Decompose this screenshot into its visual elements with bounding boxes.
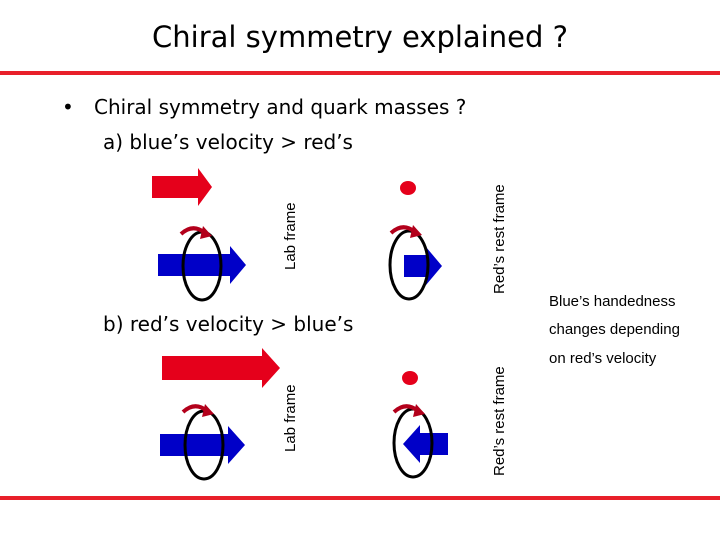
spin-curl-arrow: [181, 404, 214, 417]
spin-curl-arrow: [392, 404, 425, 417]
bullet-dot: •: [62, 95, 74, 119]
spin-curl-arrow: [179, 226, 212, 239]
case-b-lab-frame: [160, 348, 280, 481]
blue-spin-loop: [388, 229, 430, 301]
note-line-1: Blue’s handedness: [549, 293, 676, 310]
red-particle-dot: [400, 181, 416, 195]
note-line-2: changes depending: [549, 321, 680, 338]
blue-velocity-arrow-reversed: [403, 425, 448, 463]
red-particle-dot: [402, 371, 418, 385]
lab-frame-label-b: Lab frame: [282, 384, 299, 452]
note-line-3: on red’s velocity: [549, 350, 657, 367]
slide-title: Chiral symmetry explained ?: [152, 20, 568, 54]
bullet-item: • Chiral symmetry and quark masses ?: [62, 95, 466, 119]
footer-divider: [0, 496, 720, 500]
blue-velocity-arrow: [160, 426, 245, 464]
red-velocity-arrow: [162, 348, 280, 388]
red-velocity-arrow: [152, 168, 212, 206]
rest-frame-label-b: Red’s rest frame: [491, 366, 508, 476]
case-b-heading: b) red’s velocity > blue’s: [103, 312, 354, 336]
case-a-heading: a) blue’s velocity > red’s: [103, 130, 353, 154]
case-a-lab-frame: [152, 168, 246, 302]
case-a-rest-frame: [388, 181, 442, 301]
spin-curl-arrow: [389, 225, 422, 238]
case-b-rest-frame: [392, 371, 448, 479]
rest-frame-label-a: Red’s rest frame: [491, 184, 508, 294]
blue-velocity-arrow: [404, 247, 442, 285]
lab-frame-label-a: Lab frame: [282, 202, 299, 270]
blue-velocity-arrow: [158, 246, 246, 284]
title-divider: [0, 71, 720, 75]
bullet-text: Chiral symmetry and quark masses ?: [94, 95, 467, 119]
